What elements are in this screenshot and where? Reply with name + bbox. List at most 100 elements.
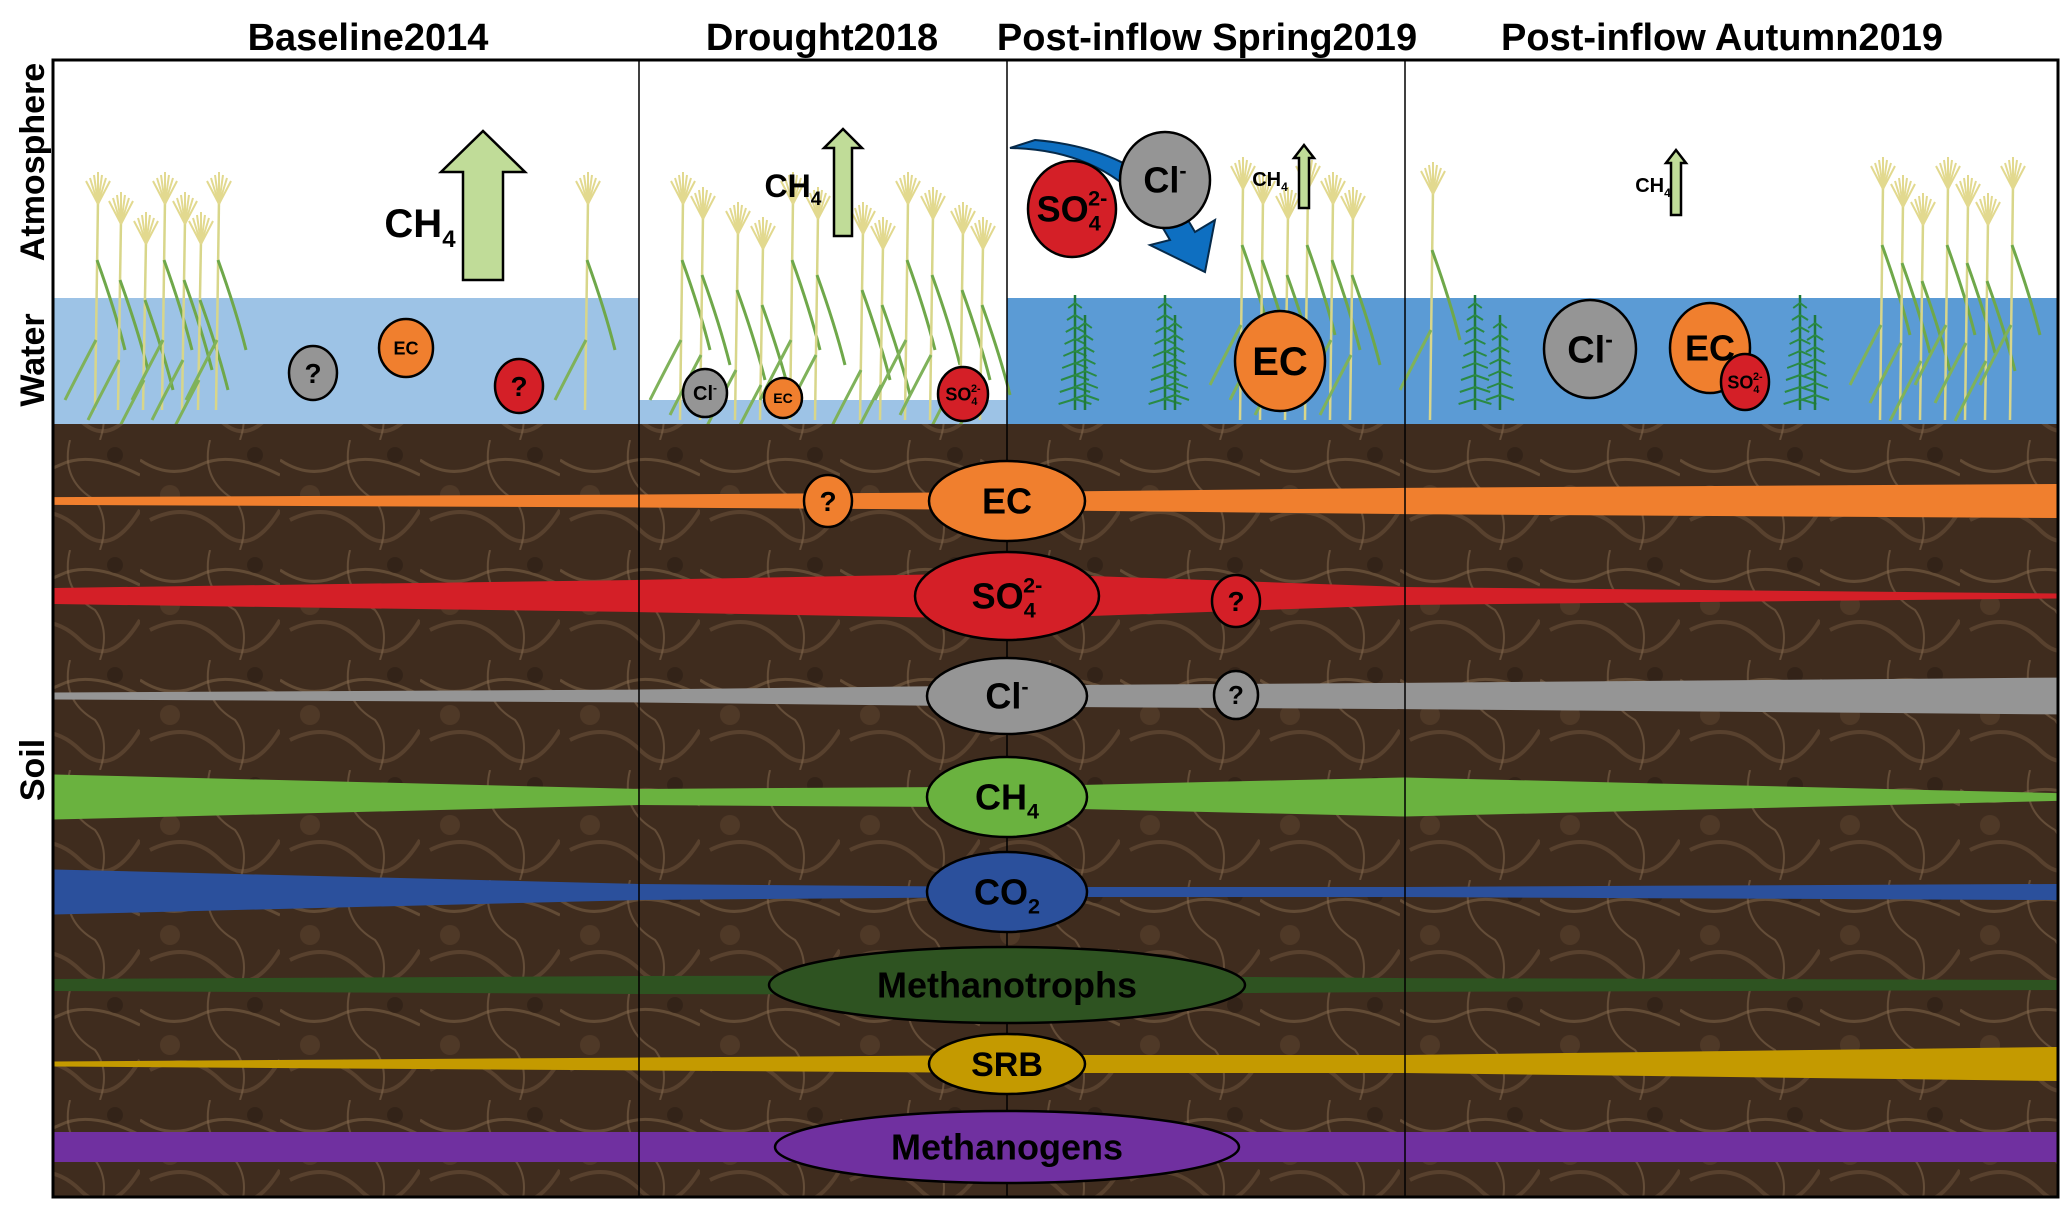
reed-plant <box>86 192 150 421</box>
reed-plant <box>1978 157 2042 421</box>
ch4-flux-arrows <box>437 127 1689 282</box>
label-sub: 4 <box>1753 384 1759 396</box>
water-so4-drought: SO42- <box>936 365 990 423</box>
water-ec-autumn-label: EC <box>1685 328 1735 369</box>
label-main: EC <box>1252 340 1308 384</box>
inflow-cl-shape <box>1118 130 1212 230</box>
band-label: Methanogens <box>891 1127 1123 1168</box>
label-main: EC <box>1685 328 1735 369</box>
soil-so4-unknown-shape <box>1210 573 1262 629</box>
label-main: Cl <box>693 383 713 405</box>
water-so4-autumn-label: SO42- <box>1727 371 1763 396</box>
ch4-label-spring: CH4 <box>1252 169 1288 194</box>
water-so4-drought-label: SO42- <box>945 383 981 408</box>
soil-methanogens-ellipse: Methanogens <box>773 1109 1241 1185</box>
aquatic-plant <box>1458 295 1492 410</box>
aquatic-plant <box>1783 295 1817 410</box>
water-ec-drought: EC <box>762 376 804 420</box>
inflow-so4-label: SO42- <box>1037 185 1108 235</box>
water-unknown-gray-shape <box>287 344 339 402</box>
label-sup: 2- <box>971 383 981 395</box>
label-main: ? <box>819 486 836 517</box>
soil-cl-unknown-label: ? <box>1228 680 1244 710</box>
reed-plant <box>63 172 127 411</box>
water-ec-baseline-label: EC <box>393 338 418 358</box>
ch4-label-drought: CH4 <box>765 168 822 210</box>
reed-plant <box>873 172 937 421</box>
ch4-arrow-drought <box>820 127 866 238</box>
reed-plant <box>1398 162 1462 421</box>
reed-plant <box>1318 187 1382 421</box>
water-unknown-gray: ? <box>287 344 339 402</box>
soil-cl-unknown-shape <box>1212 669 1260 721</box>
ch4-label-baseline: CH4 <box>384 202 456 253</box>
soil-so4-ellipse-shape <box>913 550 1101 642</box>
soil-ch4-ellipse-label: CH4 <box>975 777 1039 824</box>
reed-plant <box>184 172 248 411</box>
aquatic-plant <box>1800 315 1830 410</box>
aquatic-plant <box>1160 315 1190 410</box>
soil-co2-ellipse-label: CO2 <box>974 872 1040 919</box>
label-sub: 2 <box>1028 894 1040 919</box>
water-spring <box>1007 298 1405 424</box>
soil-ch4-ellipse: CH4 <box>925 755 1089 839</box>
soil-ec-unknown-label: ? <box>819 486 836 517</box>
title-spring: Post-inflow Spring2019 <box>997 17 1417 59</box>
reed-plant <box>1848 157 1912 421</box>
soil-ec-unknown-shape <box>802 473 854 529</box>
soil-cl-ellipse-shape <box>925 656 1089 736</box>
label-main: SO <box>945 384 971 404</box>
water-ec-baseline-shape <box>377 317 435 379</box>
label-sub: 4 <box>1024 598 1036 623</box>
label-sup: 2- <box>1753 371 1763 383</box>
soil-so4-ellipse: SO42- <box>913 550 1101 642</box>
label-sub: 4 <box>1089 211 1101 236</box>
period-titles: Baseline2014 Drought2018 Post-inflow Spr… <box>248 17 1943 59</box>
reed-plant <box>130 172 194 411</box>
label-atmosphere: Atmosphere <box>14 63 52 261</box>
soil-ec-ellipse-shape <box>927 459 1087 543</box>
label-main: SO <box>1037 189 1089 230</box>
water-ec-drought-label: EC <box>773 390 792 406</box>
label-main: ? <box>510 371 527 402</box>
soil-co2-ellipse-shape <box>925 850 1089 934</box>
title-autumn: Post-inflow Autumn2019 <box>1501 17 1943 59</box>
soil-cl-ellipse-label: Cl- <box>985 674 1028 716</box>
label-sup: - <box>1605 326 1613 352</box>
soil-ec-unknown: ? <box>802 473 854 529</box>
label-main: CO <box>974 872 1028 913</box>
water-so4-drought-shape <box>936 365 990 423</box>
water-cl-autumn: Cl- <box>1542 298 1638 400</box>
band-label: SRB <box>971 1046 1043 1084</box>
reed-plant <box>1953 193 2017 422</box>
water-cl-drought: Cl- <box>681 367 729 419</box>
reed-plant <box>1298 172 1362 421</box>
water-ec-drought-shape <box>762 376 804 420</box>
reed-plant <box>1933 175 1997 421</box>
label-main: SO <box>972 576 1024 617</box>
soil-cl-unknown: ? <box>1212 669 1260 721</box>
reed-plant <box>898 187 962 421</box>
reed-plant <box>758 172 822 421</box>
soil-so4-ellipse-label: SO42- <box>972 572 1043 622</box>
water-unknown-red-label: ? <box>510 371 527 402</box>
label-water: Water <box>14 313 52 406</box>
water-ec-spring-shape <box>1233 309 1327 413</box>
water-baseline <box>54 298 639 424</box>
water-unknown-red-shape <box>493 357 545 415</box>
ch4-arrow-autumn <box>1663 147 1689 217</box>
label-sup: - <box>1179 158 1186 183</box>
label-main: EC <box>982 481 1032 522</box>
soil-ch4-ellipse-shape <box>925 755 1089 839</box>
water-ec-baseline: EC <box>377 317 435 379</box>
label-main: Cl <box>1567 329 1605 371</box>
water-cl-autumn-label: Cl- <box>1567 326 1613 371</box>
water-cl-drought-shape <box>681 367 729 419</box>
band-label: Methanotrophs <box>877 965 1137 1006</box>
water-unknown-red: ? <box>493 357 545 415</box>
aquatic-plant <box>1058 295 1092 410</box>
water-so4-autumn: SO42- <box>1719 352 1771 412</box>
label-sup: - <box>1021 674 1028 699</box>
